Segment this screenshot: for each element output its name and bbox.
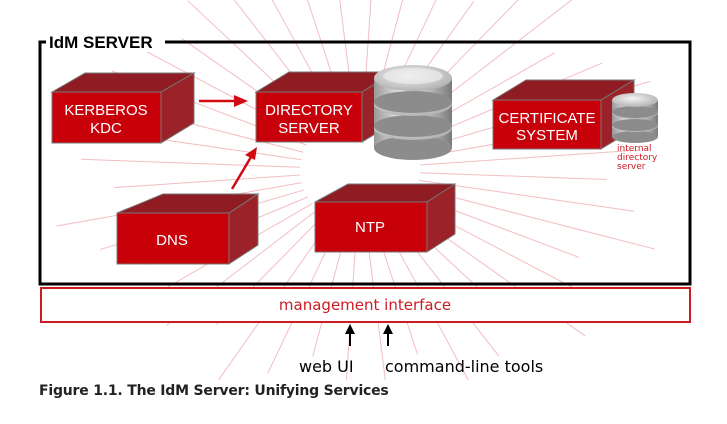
kerberos-kdc-box: KERBEROS KDC	[50, 72, 196, 144]
ray-line	[419, 172, 607, 180]
certificate-label-1: CERTIFICATE	[499, 110, 596, 127]
ntp-box: NTP	[314, 183, 457, 253]
dns-box: DNS	[116, 193, 260, 265]
kerberos-label-1: KERBEROS	[64, 102, 147, 119]
ray-line	[419, 149, 639, 166]
figure-caption: Figure 1.1. The IdM Server: Unifying Ser…	[39, 383, 389, 399]
web-ui-arrow	[345, 324, 355, 346]
idm-server-diagram: IdM SERVER KERBEROS KDC DIRECTORY SERVER	[38, 0, 692, 380]
internal-note-2: directory	[617, 153, 658, 163]
ray-line	[80, 158, 301, 168]
internal-note-3: server	[617, 162, 646, 172]
ray-line	[416, 187, 655, 250]
ray-line	[114, 174, 301, 189]
internal-note-1: internal	[617, 144, 652, 154]
server-title: IdM SERVER	[49, 33, 153, 52]
database-icon	[374, 65, 452, 160]
kerberos-label-2: KDC	[90, 120, 122, 137]
ntp-label: NTP	[355, 219, 385, 236]
management-interface-label: management interface	[279, 296, 451, 314]
dns-label: DNS	[156, 232, 188, 249]
command-line-tools-label: command-line tools	[385, 357, 543, 376]
management-interface-box	[40, 287, 691, 323]
certificate-label-2: SYSTEM	[516, 127, 578, 144]
directory-label-1: DIRECTORY	[265, 102, 353, 119]
cli-arrow	[383, 324, 393, 346]
certificate-system-box: CERTIFICATE SYSTEM	[491, 79, 636, 150]
web-ui-label: web UI	[299, 357, 354, 376]
arrow-kerberos-to-directory	[199, 95, 248, 107]
server-frame	[38, 40, 692, 286]
arrow-dns-to-directory	[230, 147, 257, 190]
internal-database-icon	[612, 93, 658, 143]
directory-label-2: SERVER	[278, 120, 340, 137]
